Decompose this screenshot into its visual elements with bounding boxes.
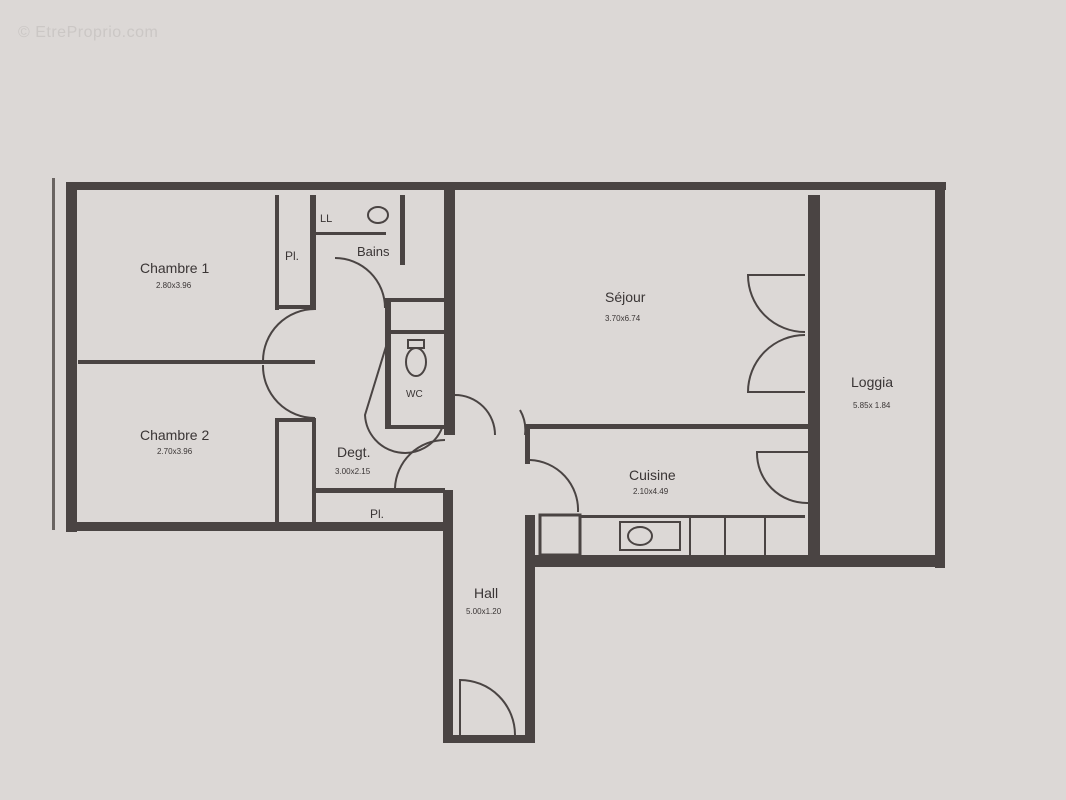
door-entrance: [459, 678, 516, 736]
door-bains: [334, 257, 386, 309]
room-labels: Chambre 1 2.80x3.96 Chambre 2 2.70x3.96 …: [140, 244, 893, 616]
door-cuisine-loggia: [755, 451, 809, 505]
room-name: Chambre 1: [140, 260, 209, 276]
outer-wall-left: [66, 182, 77, 532]
room-name: Loggia: [851, 374, 893, 390]
room-name: Pl.: [285, 249, 299, 263]
door-hall-sejour: [454, 394, 527, 436]
watermark: © EtreProprio.com: [18, 24, 159, 41]
room-dims: 2.10x4.49: [633, 487, 669, 496]
hall-wall-left: [443, 490, 453, 743]
hall-wall-bottom: [443, 735, 535, 743]
bedroom-divider: [78, 360, 315, 364]
door-sejour-2: [746, 334, 806, 393]
room-dims: 2.80x3.96: [156, 281, 192, 290]
room-dims: 5.00x1.20: [466, 607, 502, 616]
room-name: Bains: [357, 244, 390, 259]
hall-wall-right: [525, 515, 535, 743]
door-sejour-1: [746, 274, 806, 333]
toilet-icon: [405, 347, 427, 377]
door-degt: [394, 438, 446, 489]
door-chambre-2: [261, 364, 316, 419]
outer-wall-bottom-right: [525, 555, 940, 567]
room-name: Cuisine: [629, 467, 676, 483]
room-dims: 3.00x2.15: [335, 467, 371, 476]
room-dims: 2.70x3.96: [157, 447, 193, 456]
kitchen-sink-icon: [627, 526, 653, 546]
room-dims: 3.70x6.74: [605, 314, 641, 323]
room-name: Séjour: [605, 289, 646, 305]
room-name: WC: [406, 389, 423, 400]
door-swings[interactable]: [261, 257, 809, 736]
windows: [71, 225, 941, 545]
door-wc: [363, 339, 443, 454]
washing-machine-label: LL: [320, 213, 332, 225]
room-name: Degt.: [337, 444, 370, 460]
cuisine-wall: [525, 424, 810, 429]
sink-icon: [367, 206, 389, 224]
room-dims: 5.85x 1.84: [853, 401, 891, 410]
room-name: Pl.: [370, 507, 384, 521]
room-name: Hall: [474, 585, 498, 601]
room-name: Chambre 2: [140, 427, 209, 443]
fixtures: LL: [320, 206, 766, 555]
outer-wall-top: [66, 182, 946, 190]
bath-wall: [444, 188, 455, 435]
outer-wall-bottom-left: [66, 522, 453, 531]
loggia-wall: [808, 195, 820, 557]
door-chambre-1: [262, 308, 316, 362]
door-hall-cuisine: [529, 459, 580, 513]
walls: [52, 178, 946, 743]
